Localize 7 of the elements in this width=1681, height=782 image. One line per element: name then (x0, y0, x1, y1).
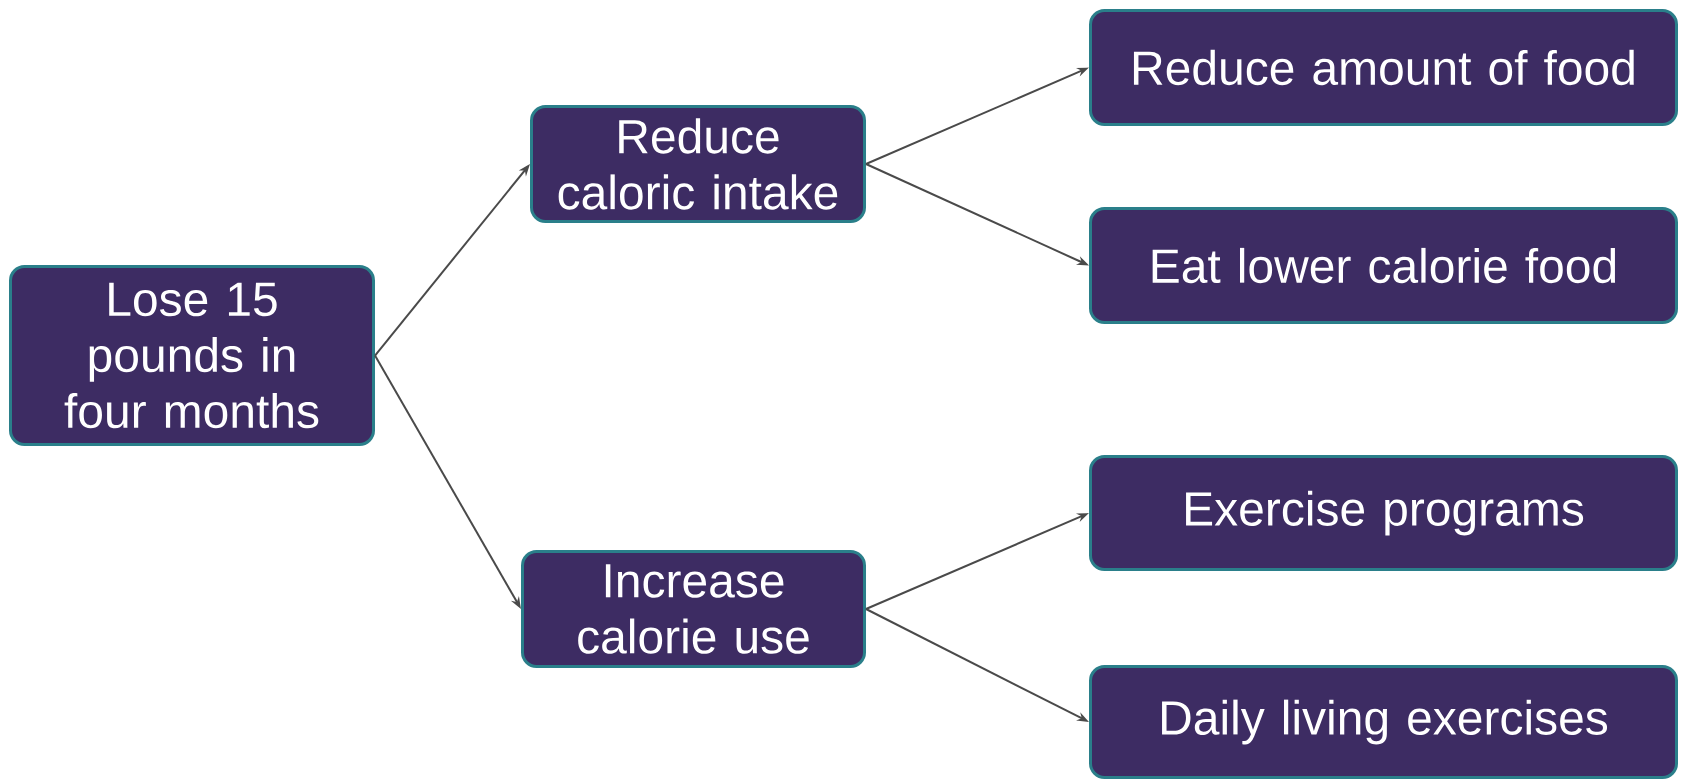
process-box: Reduce amount of food (1089, 9, 1678, 126)
process-box: Reduce caloric intake (530, 105, 866, 223)
process-box: Exercise programs (1089, 455, 1678, 571)
process-box: Daily living exercises (1089, 665, 1678, 779)
process-box: Increase calorie use (521, 550, 866, 668)
process-box: Lose 15 pounds in four months (9, 265, 375, 446)
process-box: Eat lower calorie food (1089, 207, 1678, 324)
